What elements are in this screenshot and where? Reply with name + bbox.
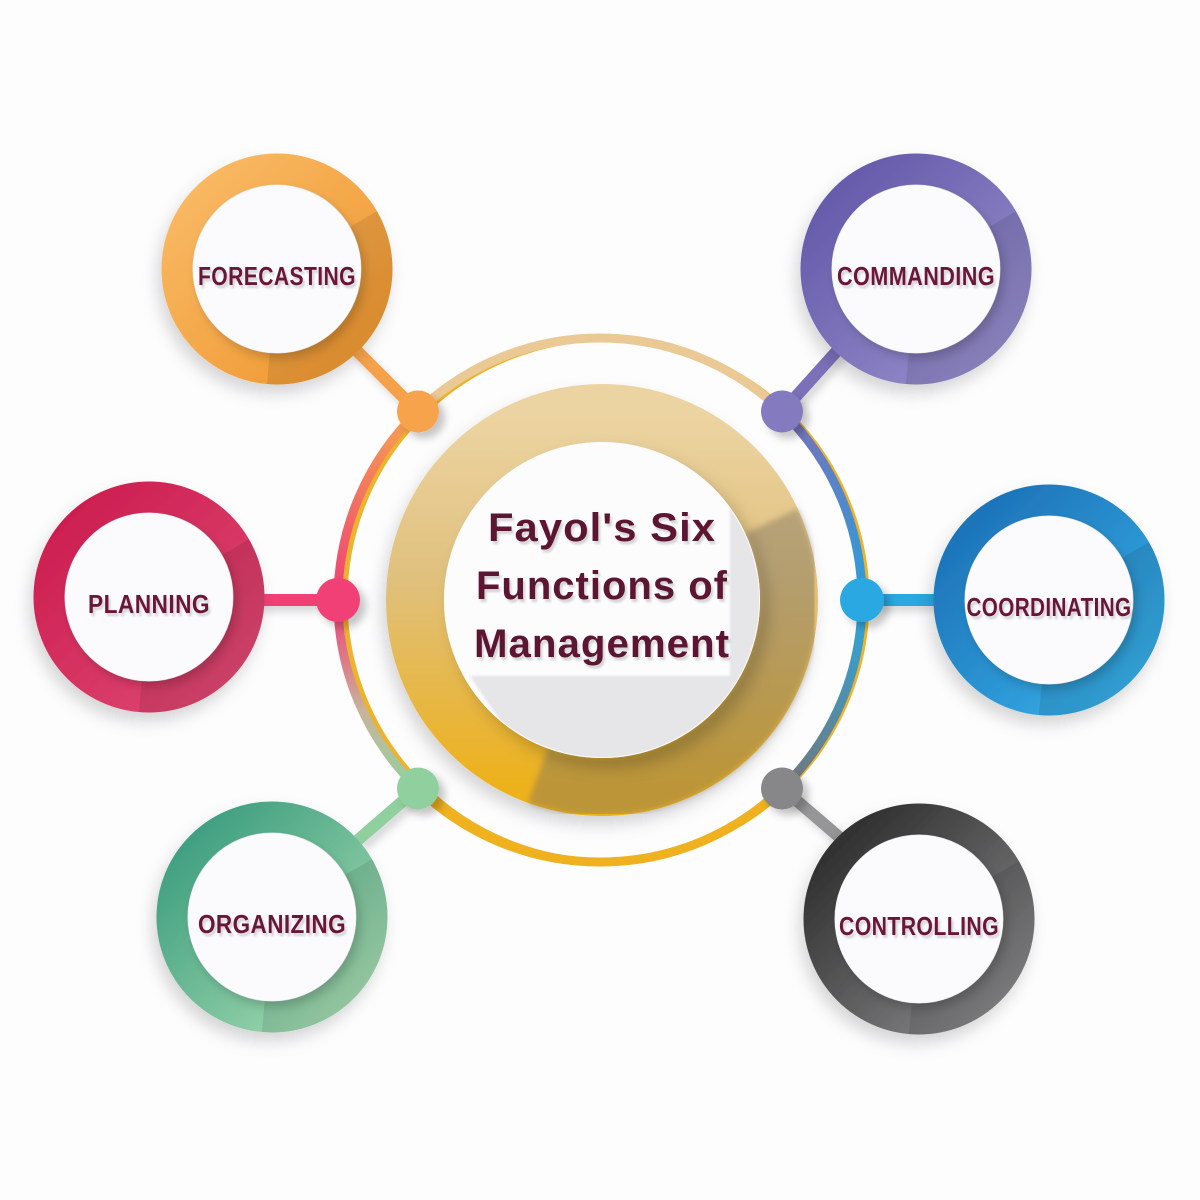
forecasting-ring — [161, 153, 393, 385]
organizing-ring — [156, 801, 388, 1033]
orbit-arc-purple-blue — [778, 408, 867, 601]
commanding-label: COMMANDING — [837, 261, 995, 291]
center-title-line3: Management — [474, 622, 730, 666]
organizing-label: ORGANIZING — [198, 909, 346, 939]
node-coordinating — [840, 578, 884, 622]
orbit-arc-blue-gray — [778, 599, 867, 792]
node-forecasting — [397, 390, 439, 433]
orbit-arc-orange-pink — [333, 408, 422, 601]
orbit-nodes — [316, 390, 884, 810]
forecasting-white-circle — [193, 185, 361, 353]
commanding-ring-shade — [905, 211, 1032, 385]
node-planning — [316, 578, 360, 622]
coordinating-ring-shade — [1038, 542, 1165, 716]
planning-ring-shade — [138, 539, 265, 713]
orbit-ring — [333, 333, 870, 867]
controlling-label: CONTROLLING — [839, 911, 999, 941]
forecasting-ring-shade — [266, 211, 393, 385]
commanding-white-circle — [832, 185, 1000, 353]
coordinating-label: COORDINATING — [967, 592, 1132, 622]
center-title-line1: Fayol's Six — [488, 506, 716, 550]
node-controlling — [761, 767, 803, 810]
planning-white-circle — [65, 513, 233, 681]
controlling-ring-shade — [908, 861, 1035, 1035]
function-circle-coordinating: COORDINATING — [933, 484, 1165, 716]
center-ring-long-shadow — [528, 508, 818, 816]
commanding-ring — [800, 153, 1032, 385]
function-circle-commanding: COMMANDING — [800, 153, 1032, 385]
organizing-ring-shade — [261, 859, 388, 1033]
planning-ring — [33, 481, 265, 713]
organizing-white-circle — [188, 833, 356, 1001]
planning-label: PLANNING — [88, 589, 210, 619]
orbit-arc-bottom — [414, 785, 786, 867]
forecasting-label: FORECASTING — [198, 261, 356, 291]
controlling-white-circle — [835, 835, 1003, 1003]
orbit-arc-top — [414, 333, 786, 415]
center-title-line2: Functions of — [476, 564, 728, 608]
center-title: Fayol's Six Functions of Management — [474, 506, 730, 666]
function-circle-organizing: ORGANIZING — [156, 801, 388, 1033]
node-organizing — [397, 767, 439, 810]
function-circle-controlling: CONTROLLING — [803, 803, 1035, 1035]
center-hub: Fayol's Six Functions of Management — [386, 384, 818, 816]
orbit-arc-pink-green — [333, 599, 422, 792]
controlling-ring — [803, 803, 1035, 1035]
coordinating-ring — [933, 484, 1165, 716]
node-commanding — [761, 390, 803, 433]
function-circle-forecasting: FORECASTING — [161, 153, 393, 385]
coordinating-white-circle — [965, 516, 1133, 684]
function-circle-planning: PLANNING — [33, 481, 265, 713]
